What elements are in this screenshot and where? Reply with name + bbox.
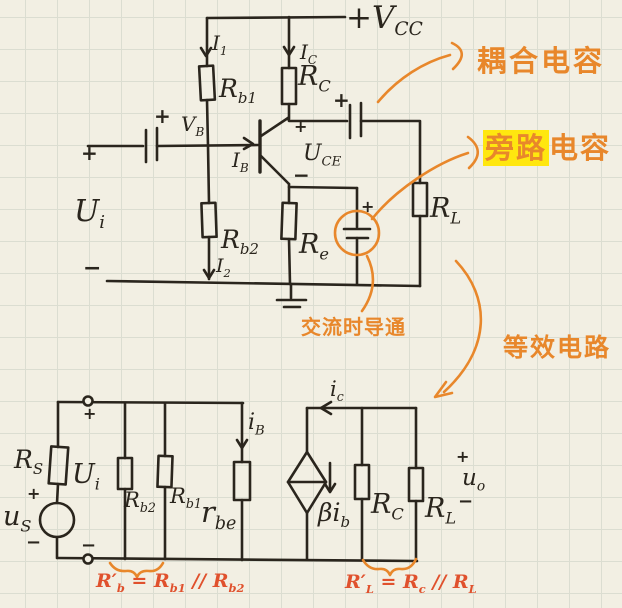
rb1-label: Rb1 (219, 74, 257, 107)
resistor-rs (47, 445, 70, 486)
bypass-pointer-tip-icon (466, 135, 480, 170)
rbe-label: rbe (201, 495, 237, 534)
input-plus-sign: + (81, 141, 98, 165)
us-plus-sign: + (27, 484, 41, 503)
vb-label: VB (181, 112, 205, 139)
uo-minus-sign: − (458, 491, 474, 512)
resistor-re (280, 201, 298, 241)
eq-rc-label: RC (371, 489, 404, 524)
current-arrow-ib-eq-icon (235, 438, 249, 450)
ui-label: Ui (74, 194, 106, 233)
input-terminal-top (82, 395, 94, 407)
ground-icon (275, 283, 308, 309)
eq-ib-label: iB (248, 410, 265, 439)
resistor-rb2-eq (116, 456, 134, 491)
input-minus-sign: − (83, 256, 102, 281)
coupling-pointer-tip-icon (450, 41, 464, 71)
rc-label: RC (298, 61, 331, 96)
current-arrow-ic-eq-icon (319, 400, 333, 416)
source-direction-arrow-icon (323, 482, 337, 494)
input-cap-plus-sign: + (154, 104, 171, 128)
uce-label: UCE (303, 141, 342, 170)
current-arrow-ib-icon (242, 136, 255, 151)
bypass-capacitor-note: 旁路电容 (483, 130, 612, 166)
input-terminal-bottom (82, 553, 94, 565)
eq-input-minus-sign: − (81, 535, 97, 556)
bypass-capacitor (342, 227, 372, 240)
current-arrow-i1-icon (199, 46, 213, 58)
us-label: uS (3, 501, 32, 536)
eq-rb1-label: Rb1 (170, 484, 202, 512)
bottom-rail (105, 279, 422, 288)
bypass-plus-sign: + (361, 197, 375, 216)
resistor-rl-eq (407, 466, 425, 503)
rl-parallel-formula: R′L = Rc // RL (345, 571, 477, 596)
rl-label: RL (430, 193, 462, 228)
equivalent-circuit-lineart (38, 395, 425, 565)
equivalent-arrow-head-icon (433, 380, 454, 399)
transistor (258, 116, 291, 186)
rb2-label: Rb2 (221, 225, 259, 258)
eq-ui-label: Ui (72, 459, 100, 494)
rs-label: RS (14, 445, 44, 478)
rl-brace-icon (361, 557, 418, 577)
eq-ic-label: ic (330, 377, 344, 405)
input-coupling-capacitor (144, 126, 159, 164)
rb-brace-icon (108, 561, 165, 579)
re-label: Re (299, 229, 329, 264)
uo-plus-sign: + (456, 447, 470, 466)
current-arrow-ic-icon (282, 45, 296, 57)
us-minus-sign: − (26, 532, 42, 553)
rb-parallel-formula: R′b = Rb1 // Rb2 (96, 570, 245, 595)
ic-label: IC (300, 40, 318, 67)
bypass-capacitor-highlight-circle (333, 209, 381, 257)
resistor-rbe (232, 460, 252, 502)
vcc-label: +VCC (346, 0, 423, 41)
resistor-rb2 (200, 201, 218, 239)
uo-label: uo (462, 465, 486, 495)
beta-ib-label: βib (318, 498, 351, 531)
coupling-pointer-curve (376, 53, 452, 104)
resistor-rb1 (197, 64, 217, 102)
voltage-source-us (38, 501, 76, 539)
current-arrow-i2-icon (202, 268, 216, 280)
orange-annotation-lineart (108, 41, 483, 579)
resistor-rl (411, 181, 429, 218)
resistor-rc-eq (353, 463, 371, 501)
coupling-capacitor-note: 耦合电容 (477, 44, 606, 78)
ac-conduction-note: 交流时导通 (301, 315, 406, 339)
bypass-highlight: 旁路 (483, 130, 550, 166)
equivalent-arrow-curve (442, 259, 483, 394)
i1-label: I1 (212, 31, 228, 58)
eq-rb2-label: Rb2 (124, 488, 156, 516)
bypass-pointer-curve (370, 151, 470, 221)
eq-input-plus-sign: + (83, 404, 97, 423)
ib-label: IB (232, 148, 249, 175)
resistor-rb1-eq (156, 454, 174, 489)
resistor-rc (280, 66, 298, 106)
i2-label: I2 (216, 255, 231, 280)
uce-minus-sign: − (293, 163, 310, 187)
output-cap-plus-sign: + (333, 88, 350, 112)
uce-plus-sign: + (294, 117, 308, 136)
eq-rl-label: RL (425, 493, 457, 528)
equivalent-circuit-note: 等效电路 (503, 333, 612, 362)
main-circuit-lineart (86, 15, 429, 309)
ac-note-pointer-curve (360, 254, 375, 313)
vcc-rail (205, 15, 347, 20)
output-coupling-capacitor (348, 101, 363, 140)
